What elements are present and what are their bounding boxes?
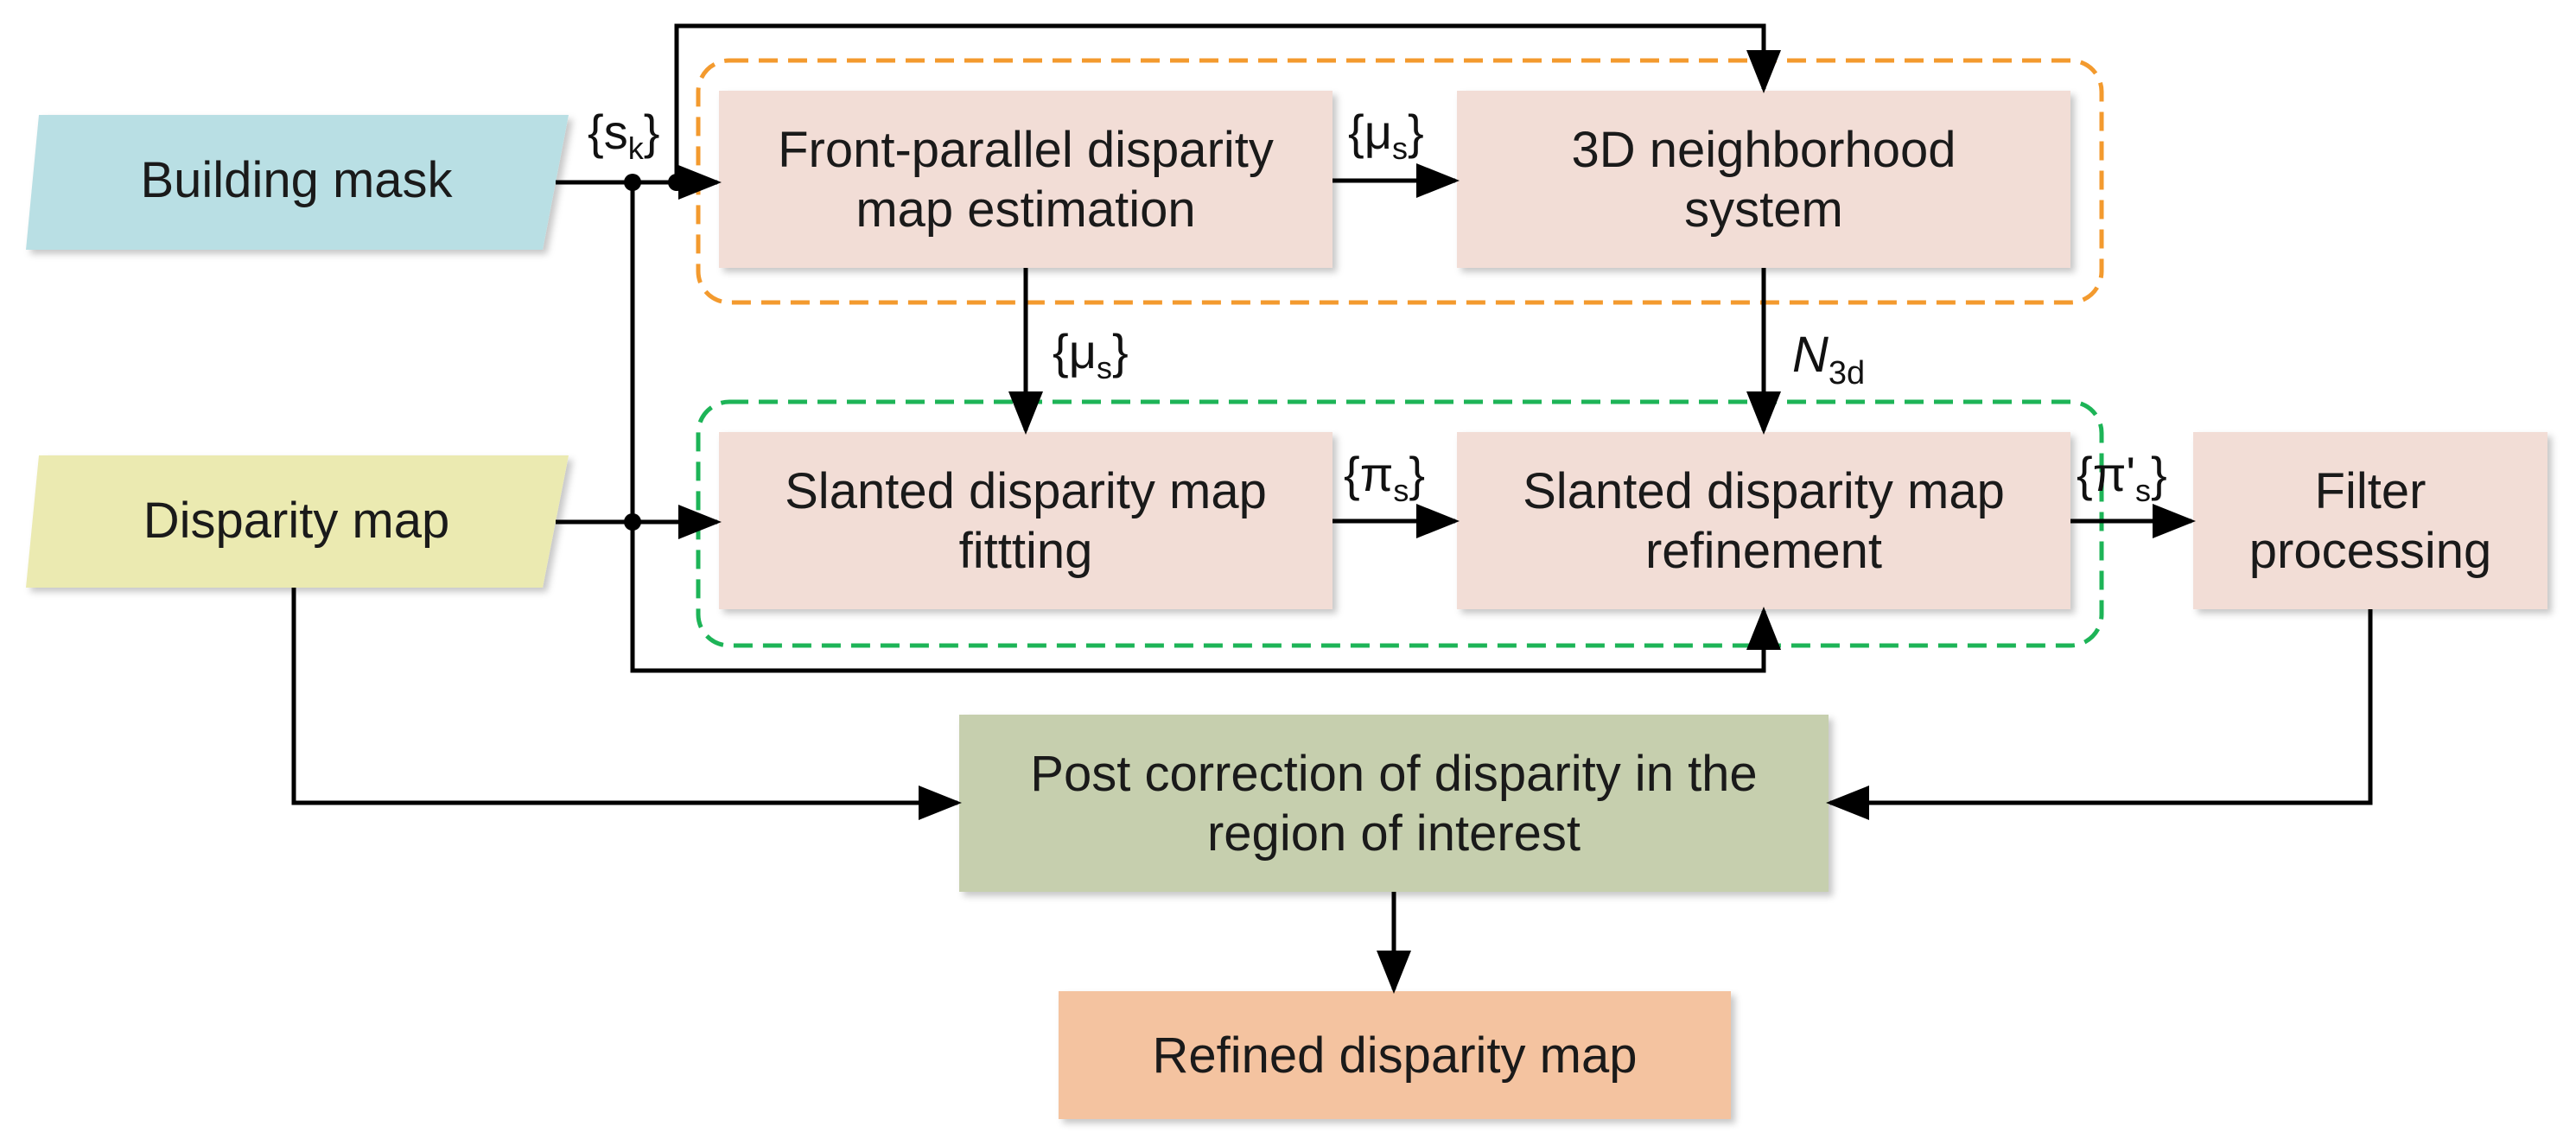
edge-label-mu-down: {μs} [1053,324,1129,385]
refined-label: Refined disparity map [1153,1027,1638,1084]
edge-building-to-refinement [630,182,1781,673]
edge-disparity-to-post-correction [291,588,962,820]
post-correction-label-line2: region of interest [1207,805,1581,862]
edge-label-pi-prime: {π's} [2077,447,2167,508]
junction-dot-building-vertical [624,174,641,191]
disparity-map-label: Disparity map [143,493,450,549]
slanted-refinement-label-line2: refinement [1645,523,1882,579]
junction-dot-building-top [668,174,685,191]
post-correction-box: Post correction of disparity in the regi… [959,715,1829,892]
neighborhood-label-line1: 3D neighborhood [1571,122,1956,178]
neighborhood-system-box: 3D neighborhood system [1457,91,2070,268]
filter-processing-box: Filter processing [2193,432,2547,609]
junction-dot-disparity [624,513,641,531]
disparity-map-input: Disparity map [26,455,569,588]
edge-label-sk: {sk} [588,105,659,166]
building-mask-label: Building mask [140,152,453,208]
front-parallel-estimation-box: Front-parallel disparity map estimation [719,91,1333,268]
slanted-fitting-box: Slanted disparity map fittting [719,432,1333,609]
slanted-fitting-label-line2: fittting [959,523,1093,579]
building-mask-input: Building mask [26,115,569,250]
front-parallel-label-line1: Front-parallel disparity [778,122,1274,178]
edge-filter-to-post-correction [1826,609,2373,820]
edge-label-pi: {πs} [1344,447,1425,508]
slanted-refinement-label-line1: Slanted disparity map [1523,463,2005,519]
edge-label-mu-top: {μs} [1348,105,1424,166]
edge-building-to-neighborhood [674,23,1781,182]
slanted-refinement-box: Slanted disparity map refinement [1457,432,2070,609]
neighborhood-label-line2: system [1684,181,1843,238]
post-correction-label-line1: Post correction of disparity in the [1030,746,1757,802]
edge-label-n3d: N3d [1792,327,1865,391]
filter-label-line2: processing [2249,523,2491,579]
slanted-fitting-label-line1: Slanted disparity map [785,463,1267,519]
refined-disparity-output-box: Refined disparity map [1059,991,1731,1119]
filter-label-line1: Filter [2315,463,2427,519]
front-parallel-label-line2: map estimation [855,181,1195,238]
